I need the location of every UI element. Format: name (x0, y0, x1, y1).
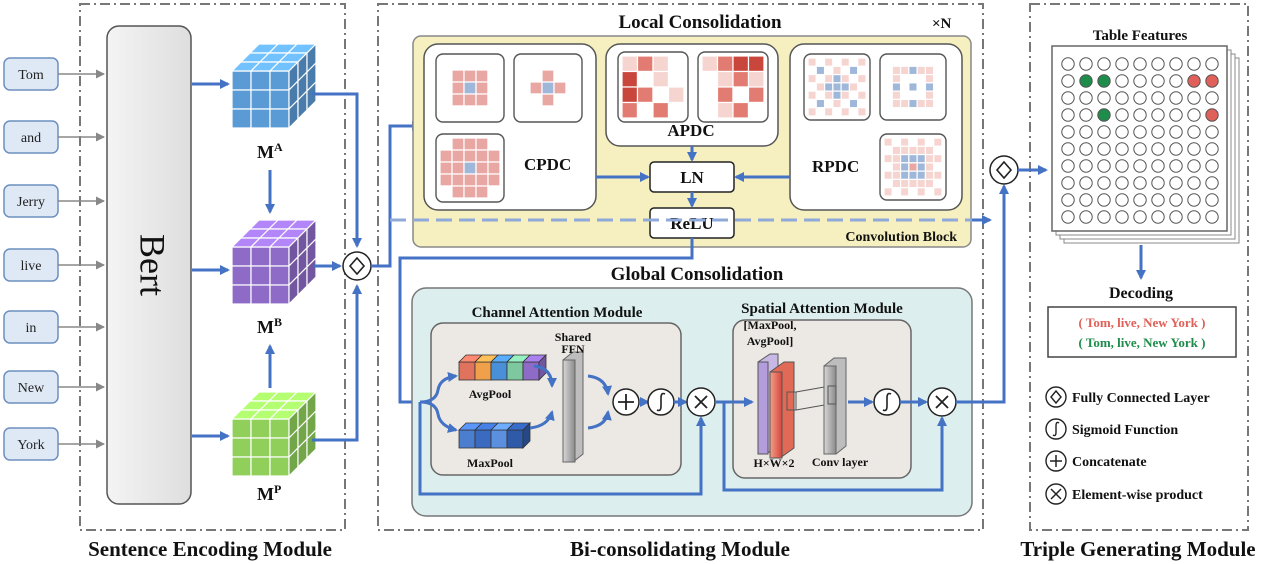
cpdc-label: CPDC (524, 155, 571, 174)
sigmoid-node (647, 388, 675, 416)
matrix-a-cube (230, 42, 318, 130)
token-list: Tom and Jerry live in New York (3, 57, 105, 461)
fully-connected-node-output (989, 155, 1019, 185)
svg-text:ReLU: ReLU (670, 214, 713, 233)
svg-text:Sigmoid Function: Sigmoid Function (1072, 423, 1178, 438)
svg-text:York: York (17, 438, 44, 453)
avgpool-label: AvgPool (469, 387, 512, 401)
triple-green: ( Tom, live, New York ) (1079, 335, 1206, 350)
cpdc-kernels (435, 53, 583, 203)
svg-text:[MaxPool,: [MaxPool, (744, 318, 797, 332)
svg-text:New: New (18, 381, 45, 396)
convolution-block-label: Convolution Block (845, 230, 957, 245)
token-box: Tom (3, 57, 105, 91)
pooled-feature-maps (757, 353, 797, 459)
svg-text:H×W×2: H×W×2 (753, 456, 794, 470)
rpdc-label: RPDC (812, 157, 859, 176)
svg-text:in: in (26, 321, 37, 336)
concatenate-node (612, 388, 640, 416)
legend: Fully Connected Layer Sigmoid Function C… (1045, 386, 1210, 505)
legend-sigmoid-icon (1045, 418, 1067, 440)
apdc-kernels (617, 51, 769, 123)
svg-text:Shared: Shared (555, 330, 592, 344)
legend-times-icon (1045, 483, 1067, 505)
bi-consolidating-frame (377, 3, 984, 531)
svg-text:LN: LN (680, 168, 704, 187)
svg-text:Jerry: Jerry (17, 195, 45, 210)
token-box: Jerry (3, 184, 105, 218)
shared-ffn (562, 351, 584, 463)
svg-text:Fully Connected Layer: Fully Connected Layer (1072, 391, 1210, 406)
svg-text:FFN: FFN (561, 342, 585, 356)
matrix-p-cube (230, 390, 318, 478)
channel-attention-title: Channel Attention Module (472, 305, 643, 321)
triple-generating-frame (1029, 3, 1249, 531)
matrix-b-cube (230, 218, 318, 306)
rpdc-kernels (803, 53, 947, 201)
apdc-label: APDC (667, 121, 714, 140)
table-cells (1061, 57, 1219, 224)
legend-plus-icon (1045, 450, 1067, 472)
conv-output-map (823, 357, 847, 455)
bert-label: Bert (133, 234, 173, 296)
local-consolidation-title: Local Consolidation (618, 12, 782, 33)
svg-text:Element-wise product: Element-wise product (1072, 488, 1203, 503)
avgpool-vector (458, 354, 547, 381)
svg-text:Concatenate: Concatenate (1072, 455, 1147, 470)
svg-text:AvgPool]: AvgPool] (747, 334, 793, 348)
svg-text:live: live (21, 259, 42, 274)
fully-connected-node (342, 251, 372, 281)
svg-text:Tom: Tom (18, 68, 44, 83)
element-product-node (686, 387, 716, 417)
element-product-node-spatial (927, 387, 957, 417)
token-box: New (3, 370, 105, 404)
decoded-triples-box (1047, 306, 1237, 358)
matrix-a-label: MA (257, 140, 283, 162)
spatial-attention-title: Spatial Attention Module (741, 301, 903, 317)
svg-text:Conv layer: Conv layer (812, 455, 869, 469)
triple-red: ( Tom, live, New York ) (1079, 315, 1206, 330)
matrix-b-label: MB (257, 315, 282, 337)
token-box: live (3, 248, 105, 282)
token-box: in (3, 310, 105, 344)
legend-diamond-icon (1045, 386, 1067, 408)
matrix-p-label: MP (257, 482, 281, 504)
bert-encoder (106, 25, 192, 505)
sigmoid-node-spatial (873, 388, 901, 416)
table-features-title: Table Features (1093, 28, 1188, 44)
bi-consolidating-title: Bi-consolidating Module (570, 537, 790, 561)
global-consolidation-title: Global Consolidation (611, 264, 784, 285)
maxpool-vector (458, 422, 531, 449)
token-box: and (3, 120, 105, 154)
sentence-encoding-title: Sentence Encoding Module (88, 537, 332, 561)
token-box: York (3, 427, 105, 461)
svg-text:and: and (21, 131, 41, 146)
repeat-n-label: ×N (932, 16, 952, 32)
maxpool-label: MaxPool (467, 456, 514, 470)
triple-generating-title: Triple Generating Module (1020, 537, 1255, 561)
decoding-label: Decoding (1109, 285, 1173, 302)
